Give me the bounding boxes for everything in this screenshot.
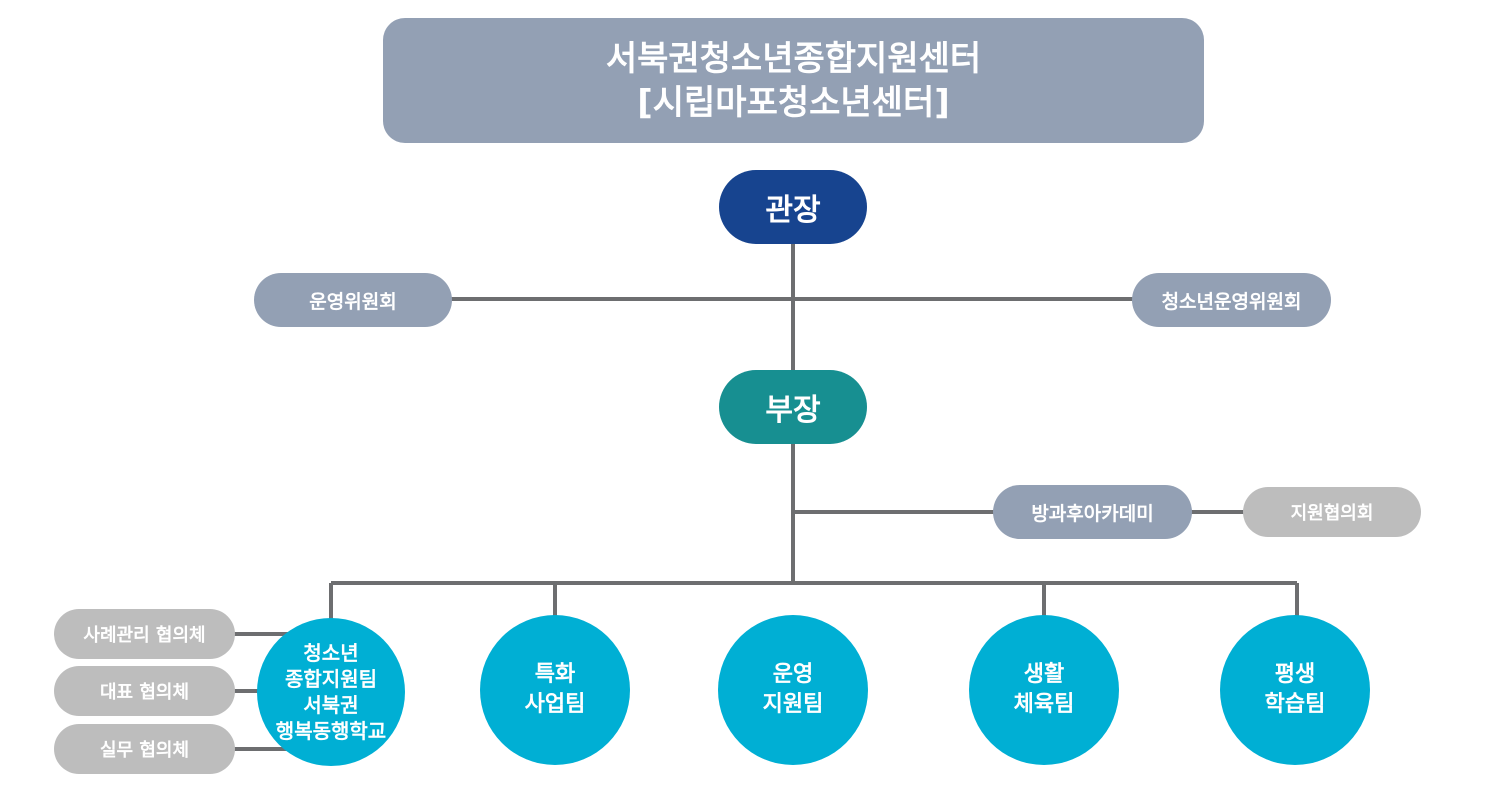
team-lifelong-line2: 학습팀 xyxy=(1264,692,1326,717)
org-title-line1: 서북권청소년종합지원센터 xyxy=(605,38,982,79)
support-council-node: 지원협의회 xyxy=(1243,487,1421,537)
team-special-line2: 사업팀 xyxy=(524,692,586,717)
case-management-council-node: 사례관리 협의체 xyxy=(54,609,235,659)
team-operations-line1: 운영 xyxy=(772,662,814,687)
working-council-node: 실무 협의체 xyxy=(54,724,235,774)
team-lifelong-learning-node: 평생 학습팀 xyxy=(1220,615,1370,765)
operating-committee-node: 운영위원회 xyxy=(254,273,452,327)
team-youth-line4: 행복동행학교 xyxy=(275,719,387,743)
team-sports-node: 생활 체육팀 xyxy=(969,615,1119,765)
team-youth-line1: 청소년 xyxy=(303,641,359,665)
org-title-line2: [시립마포청소년센터] xyxy=(637,82,950,123)
director-node: 관장 xyxy=(719,170,867,244)
team-youth-line2: 종합지원팀 xyxy=(285,667,377,691)
team-special-line1: 특화 xyxy=(534,662,576,687)
team-operations-node: 운영 지원팀 xyxy=(718,615,868,765)
team-special-projects-node: 특화 사업팀 xyxy=(480,615,630,765)
org-title-box: 서북권청소년종합지원센터 [시립마포청소년센터] xyxy=(383,18,1204,143)
team-lifelong-line1: 평생 xyxy=(1274,662,1316,687)
representative-council-node: 대표 협의체 xyxy=(54,666,235,716)
youth-operating-committee-node: 청소년운영위원회 xyxy=(1132,273,1331,327)
team-operations-line2: 지원팀 xyxy=(762,692,824,717)
team-youth-support-node: 청소년 종합지원팀 서북권 행복동행학교 xyxy=(257,618,405,766)
after-school-academy-node: 방과후아카데미 xyxy=(993,485,1192,539)
team-sports-line2: 체육팀 xyxy=(1013,692,1075,717)
team-youth-line3: 서북권 xyxy=(303,693,359,717)
deputy-director-node: 부장 xyxy=(719,370,867,444)
team-sports-line1: 생활 xyxy=(1023,662,1065,687)
